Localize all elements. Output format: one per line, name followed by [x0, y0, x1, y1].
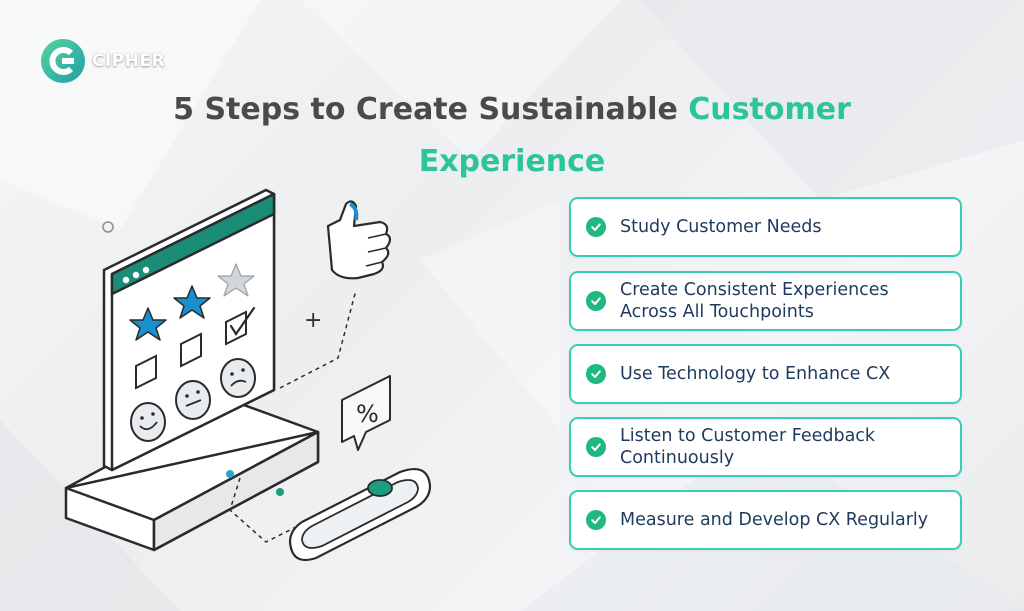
- thumbs-up-icon: [326, 200, 392, 280]
- step-item-5: Measure and Develop CX Regularly: [569, 490, 962, 550]
- check-circle-icon: [586, 510, 606, 530]
- decor-circle-icon: [102, 221, 114, 233]
- step-item-4: Listen to Customer Feedback Continuously: [569, 417, 962, 477]
- step-item-1: Study Customer Needs: [569, 197, 962, 257]
- checkbox-icon: [225, 310, 247, 346]
- step-label: Measure and Develop CX Regularly: [620, 510, 929, 530]
- cipher-logo-icon: [41, 39, 85, 83]
- title-part-1: 5 Steps to Create Sustainable: [173, 92, 689, 127]
- step-item-3: Use Technology to Enhance CX: [569, 344, 962, 404]
- device-base: [64, 398, 320, 552]
- check-circle-icon: [586, 291, 606, 311]
- base-indicator-icon: [226, 470, 234, 478]
- step-label: Use Technology to Enhance CX: [620, 364, 891, 384]
- feedback-illustration: +: [64, 188, 432, 562]
- star-icon: [173, 285, 211, 319]
- step-label: Listen to Customer Feedback Continuously: [620, 426, 876, 468]
- star-icon: [217, 263, 255, 297]
- brand-logo: CIPHER: [40, 38, 165, 84]
- percent-symbol: %: [356, 400, 379, 428]
- slider-icon: [288, 468, 432, 562]
- plus-icon: +: [304, 308, 322, 333]
- page-title: 5 Steps to Create Sustainable Customer E…: [0, 84, 1024, 188]
- smiley-face-icon: [130, 402, 166, 442]
- check-circle-icon: [586, 437, 606, 457]
- brand-name: CIPHER: [92, 51, 166, 71]
- percent-bubble-icon: %: [341, 375, 391, 451]
- check-circle-icon: [586, 364, 606, 384]
- neutral-face-icon: [175, 380, 211, 420]
- star-icon: [129, 307, 167, 341]
- check-circle-icon: [586, 217, 606, 237]
- step-label: Study Customer Needs: [620, 217, 822, 237]
- checkbox-icon: [180, 332, 202, 368]
- title-part-3: Experience: [418, 144, 606, 179]
- sad-face-icon: [220, 358, 256, 398]
- checkbox-icon: [135, 354, 157, 390]
- title-part-2: Customer: [688, 92, 851, 127]
- rating-screen: [102, 188, 276, 472]
- step-item-2: Create Consistent Experiences Across All…: [569, 271, 962, 331]
- step-label: Create Consistent Experiences Across All…: [620, 280, 889, 322]
